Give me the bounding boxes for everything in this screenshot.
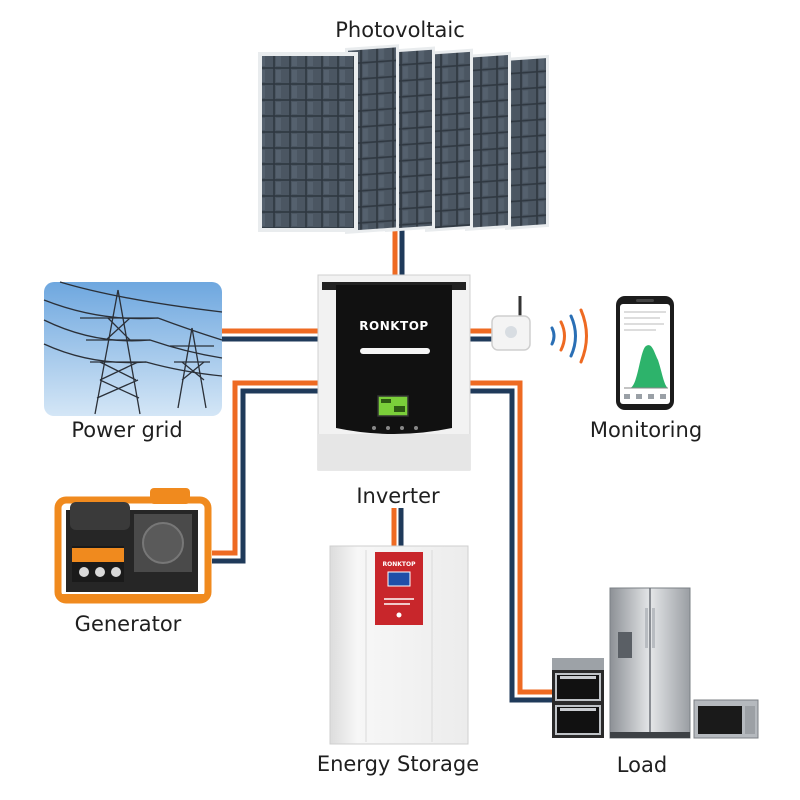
inverter-button	[414, 426, 418, 430]
solar-panel	[258, 52, 358, 232]
generator	[54, 488, 212, 604]
pv-inverter-wire	[392, 226, 405, 282]
load-label: Load	[616, 753, 668, 777]
solar-panel	[425, 48, 473, 232]
battery-brand-logo: RONKTOP	[383, 561, 417, 568]
monitoring-label: Monitoring	[589, 418, 703, 442]
solar-panel	[345, 44, 399, 234]
power-grid-label: Power grid	[71, 418, 183, 442]
wall-oven	[552, 658, 604, 738]
battery-display	[387, 571, 411, 587]
wireless-signal-icon	[550, 308, 588, 364]
grid-inverter-wire	[222, 328, 318, 342]
inverter-button	[400, 426, 404, 430]
energy-storage-label: Energy Storage	[316, 752, 480, 776]
generator-inverter-wire	[212, 380, 318, 564]
refrigerator	[609, 587, 691, 739]
microwave	[693, 699, 759, 739]
wiring	[212, 226, 552, 703]
solar-panel	[505, 54, 549, 230]
monitoring-smartphone	[616, 296, 674, 410]
inverter-storage-wire	[391, 508, 404, 546]
solar-panel	[465, 51, 511, 231]
power-grid-photo	[43, 281, 223, 416]
inverter: RONKTOP	[317, 274, 471, 471]
inverter-button	[386, 426, 390, 430]
generator-label: Generator	[74, 612, 182, 636]
wifi-dongle	[491, 296, 531, 351]
solar-panel-array	[258, 44, 549, 234]
photovoltaic-label: Photovoltaic	[335, 18, 465, 42]
inverter-brand-logo: RONKTOP	[359, 319, 428, 333]
power-curve-chart	[630, 345, 668, 388]
inverter-dongle-wire	[470, 328, 492, 342]
inverter-load-wire	[470, 380, 552, 703]
load-appliances	[552, 587, 759, 739]
energy-storage-battery: RONKTOP	[329, 545, 469, 745]
inverter-label: Inverter	[356, 484, 440, 508]
inverter-button	[372, 426, 376, 430]
